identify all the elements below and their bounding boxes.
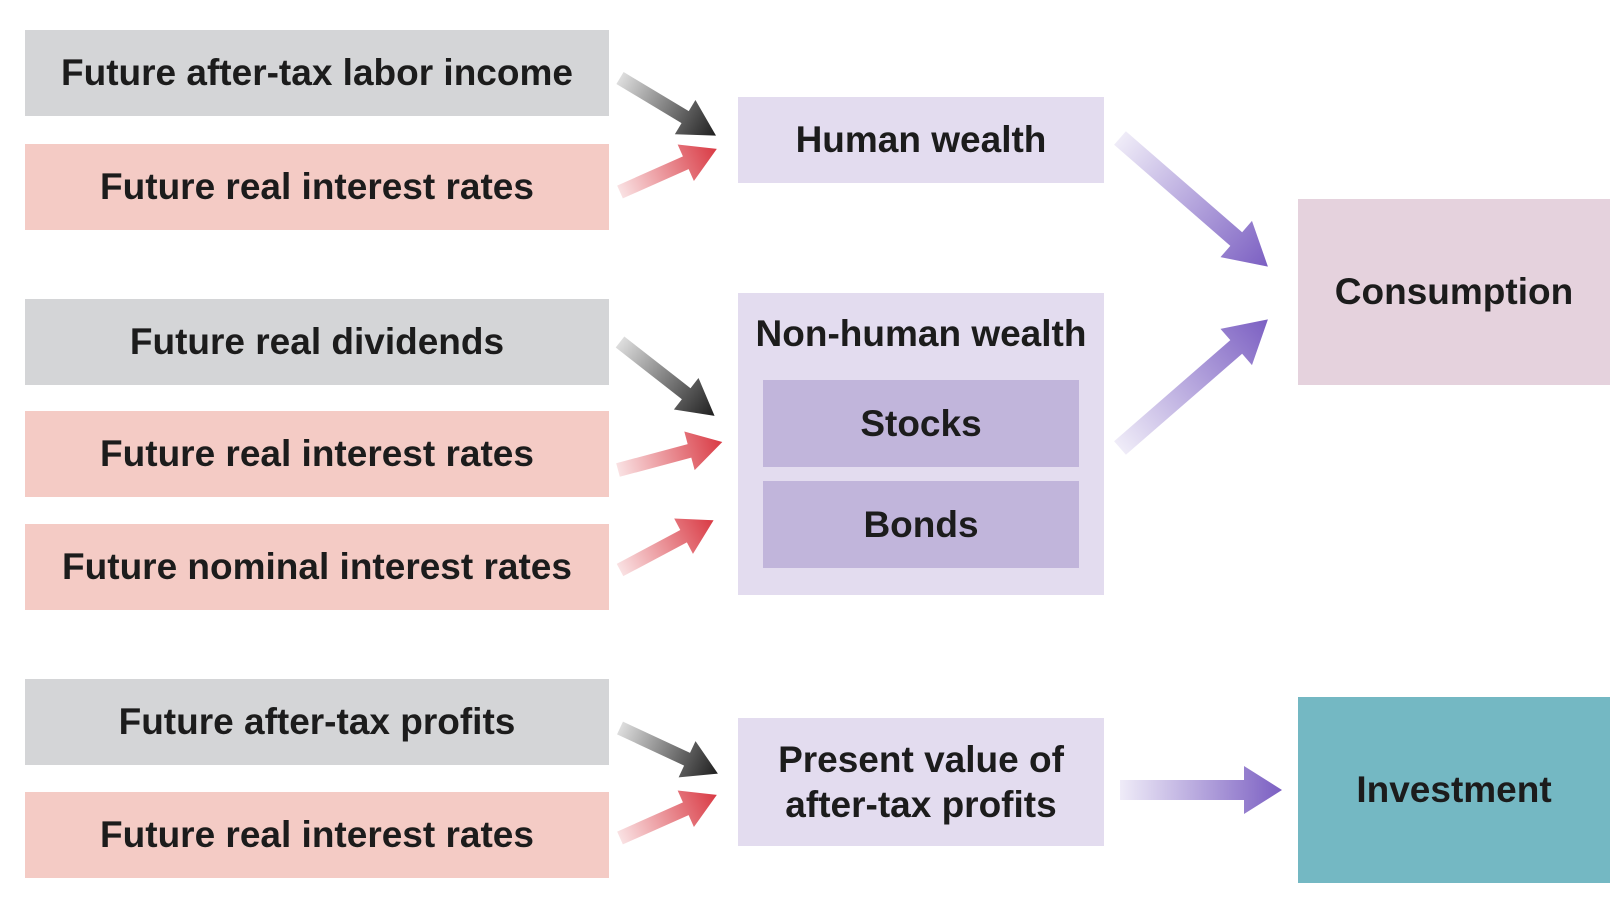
input-future-real-interest-rates-3: Future real interest rates xyxy=(25,792,609,878)
consumption-box: Consumption xyxy=(1298,199,1610,385)
arrow-profits-to-present-value xyxy=(617,721,718,778)
arrow-interest-rates-to-nonhuman-wealth xyxy=(616,431,723,477)
arrow-interest-rates-to-human-wealth xyxy=(617,144,717,199)
nonhuman-wealth-box: Non-human wealth Stocks Bonds xyxy=(738,293,1104,595)
arrow-nominal-rates-to-nonhuman-wealth xyxy=(616,518,714,577)
input-future-real-dividends: Future real dividends xyxy=(25,299,609,385)
human-wealth-box: Human wealth xyxy=(738,97,1104,183)
input-future-real-interest-rates-2: Future real interest rates xyxy=(25,411,609,497)
arrow-present-value-to-investment xyxy=(1120,766,1282,814)
input-future-nominal-interest-rates: Future nominal interest rates xyxy=(25,524,609,610)
arrow-human-wealth-to-consumption xyxy=(1114,131,1268,267)
investment-box: Investment xyxy=(1298,697,1610,883)
arrow-interest-rates-to-present-value xyxy=(617,790,717,845)
arrow-nonhuman-wealth-to-consumption xyxy=(1114,319,1268,455)
arrow-dividends-to-nonhuman-wealth xyxy=(615,336,715,416)
bonds-box: Bonds xyxy=(763,481,1079,568)
input-future-real-interest-rates-1: Future real interest rates xyxy=(25,144,609,230)
input-future-after-tax-profits: Future after-tax profits xyxy=(25,679,609,765)
input-future-after-tax-labor-income: Future after-tax labor income xyxy=(25,30,609,116)
stocks-box: Stocks xyxy=(763,380,1079,467)
present-value-box: Present value of after-tax profits xyxy=(738,718,1104,846)
arrow-labor-income-to-human-wealth xyxy=(616,71,717,136)
nonhuman-wealth-title: Non-human wealth xyxy=(755,313,1087,354)
